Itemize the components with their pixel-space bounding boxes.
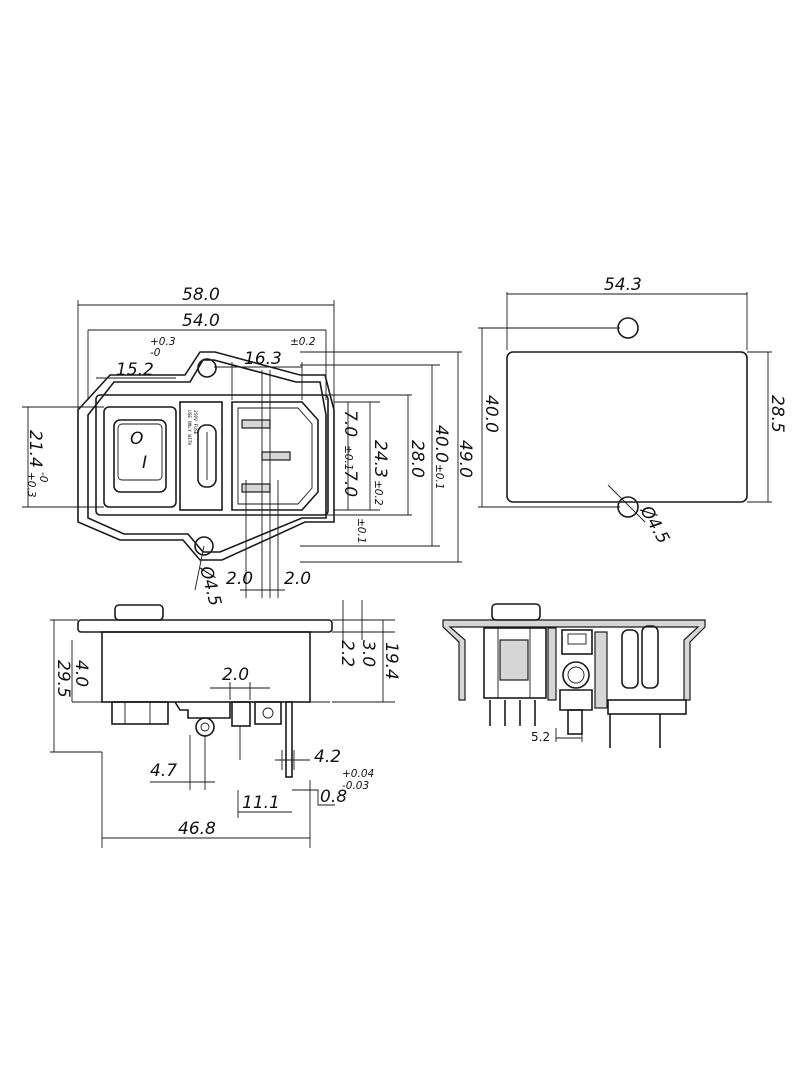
dim-switch-depth: 4.0: [71, 660, 91, 687]
side-body: [101, 631, 311, 703]
dim-cutout-height: 28.0: [407, 440, 427, 478]
dim-term-thk-tol-plus: +0.04: [342, 768, 374, 780]
dim-right-tol: ±0.1: [355, 518, 367, 544]
dim-panel-width: 54.3: [604, 275, 642, 295]
dim-overall-width: 58.0: [182, 285, 220, 305]
dim-pin-width-a: 2.0: [226, 569, 253, 589]
side-view: 29.5 4.0 2.0 2.2 3.0 19.4 4.7 4.2 0.8 +0…: [50, 600, 401, 848]
side-terminal-step: [174, 701, 231, 719]
dim-flange-tol: ±0.1: [433, 464, 445, 490]
dim-pin-width-b: 2.0: [284, 569, 311, 589]
front-mount-hole-top: [197, 358, 217, 378]
dim-panel-hole-dia: Ø4.5: [635, 502, 673, 548]
panel-view: 54.3 40.0 28.5 Ø4.5: [478, 275, 787, 548]
dim-total-depth: 19.4: [381, 642, 401, 680]
iec-pin-top: [241, 419, 271, 429]
section-fuse-circle: [562, 661, 590, 689]
dim-body-height: 21.4: [25, 430, 45, 468]
dim-pin-spacing-a: 7.0: [340, 410, 360, 437]
fuse-holder: [179, 401, 223, 511]
dim-front-hole-dia: Ø4.5: [195, 563, 225, 608]
section-switch-body: [483, 627, 547, 699]
dim-flange-thk: 3.0: [358, 640, 378, 667]
dim-overall-length: 46.8: [178, 819, 216, 839]
dim-term-offset: 4.7: [150, 761, 177, 781]
panel-hole-bottom: [617, 496, 639, 518]
dim-term-thk: 0.8: [320, 787, 347, 807]
dim-inlet-width: 16.3: [244, 349, 282, 369]
side-switch-top: [114, 604, 164, 621]
front-flange-outline: [77, 351, 335, 561]
dim-flange-thk-b: 2.2: [337, 640, 357, 667]
panel-outline: [506, 351, 748, 503]
dim-section-a: 5.2: [531, 730, 550, 744]
dim-term-width: 4.2: [314, 747, 341, 767]
dim-flange-height: 40.0: [431, 425, 451, 463]
iec-inlet-inner: [237, 407, 313, 505]
dim-term-depth: 11.1: [242, 793, 280, 813]
section-mid-wall: [547, 627, 557, 701]
side-screw: [195, 717, 215, 737]
side-terminal-blade: [285, 701, 293, 778]
tol-bottom-left: -0: [150, 347, 161, 359]
section-blade-a: [621, 629, 639, 689]
dim-term-thk-tol-minus: -0.03: [342, 780, 369, 792]
side-terminal-block-a: [111, 701, 169, 725]
side-terminal-b: [231, 701, 251, 727]
dim-body-width: 54.0: [182, 311, 220, 331]
iec-pin-mid: [261, 451, 291, 461]
dim-pin-spacing-b: 7.0: [340, 470, 360, 497]
switch-label-on: I: [142, 453, 147, 473]
front-body: [95, 394, 329, 516]
panel-hole-top: [617, 317, 639, 339]
switch-label-off: O: [130, 429, 143, 449]
dim-switch-offset: 15.2: [116, 360, 154, 380]
section-fuse-cell: [561, 629, 593, 655]
side-flange: [77, 619, 333, 633]
rocker-switch-frame: [103, 406, 177, 508]
section-fuse-bar: [594, 631, 608, 709]
dim-inlet-height-tol: ±0.2: [372, 480, 384, 506]
tol-top-left: +0.3: [150, 336, 176, 348]
front-view: O I USE ONLY WITH 250V FUSE: [77, 351, 335, 561]
dim-terminal-gap: 2.0: [222, 665, 249, 685]
dim-overall-height: 49.0: [455, 440, 475, 478]
front-mount-hole-bottom: [194, 536, 214, 556]
dim-panel-cutout-height: 28.5: [767, 395, 787, 433]
section-view: 5.2: [442, 603, 706, 748]
fuse-text-2: 250V FUSE: [192, 410, 198, 435]
rocker-switch-face: [117, 423, 163, 481]
dim-inlet-height: 24.3: [370, 440, 390, 478]
iec-inlet-outline: [231, 401, 319, 511]
section-blade-b: [641, 625, 659, 689]
dim-panel-height: 40.0: [481, 395, 501, 433]
dim-pin-tol: ±0.1: [342, 445, 354, 471]
section-switch-cap: [491, 603, 541, 621]
dim-body-height-tol-plus: +0.3: [25, 472, 37, 498]
rocker-switch: [113, 419, 167, 493]
dim-body-depth: 29.5: [53, 660, 73, 698]
front-dimensions: 58.0 54.0 +0.3 -0 ±0.2 15.2 16.3 7.0 ±0.…: [22, 285, 475, 608]
fuse-text-1: USE ONLY WITH: [186, 410, 192, 446]
fuse-body: [197, 424, 217, 488]
tol-right: ±0.2: [290, 336, 316, 348]
dim-body-height-tol-minus: -0: [37, 472, 49, 483]
section-flange: [442, 619, 706, 701]
side-terminal-c: [254, 701, 282, 725]
section-stem: [567, 709, 583, 735]
